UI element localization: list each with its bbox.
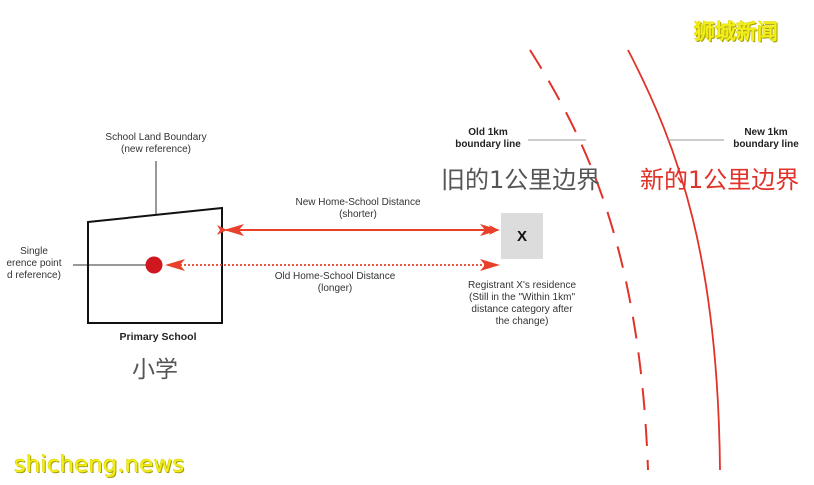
old-boundary-line [529,49,649,471]
primary-school-label: Primary School [119,331,197,343]
new-distance-arrowhead-right [480,224,500,236]
new-distance-arrowhead-left [224,224,244,236]
new-boundary-label: New 1km boundary line [726,127,806,151]
old-distance-arrowhead-right [480,259,500,271]
old-boundary-label-line1: Old 1km [468,127,508,138]
new-boundary-label-line1: New 1km [744,127,788,138]
new-boundary-label-line2: boundary line [733,139,799,150]
old-distance-label-line1: Old Home-School Distance [274,271,396,282]
new-distance-label-line2: (shorter) [339,209,377,220]
new-boundary-label-cn: 新的1公里边界 [640,166,800,194]
primary-school-label-cn: 小学 [132,357,178,383]
old-distance-arrowhead-left [165,259,185,271]
reference-point-dot [145,256,163,274]
old-boundary-label: Old 1km boundary line [448,127,528,151]
reference-point-label-line1: Single [20,246,48,257]
watermark-url: shicheng.news [14,452,185,478]
new-boundary-line [627,49,721,471]
residence-caption-line1: Registrant X's residence [467,280,577,291]
new-distance-label: New Home-School Distance (shorter) [278,197,438,221]
residence-caption-line2: (Still in the "Within 1km" [468,292,575,303]
reference-point-label-line3: d reference) [7,270,61,281]
watermark-cn: 狮城新闻 [694,20,778,44]
school-land-boundary [87,206,223,324]
residence-caption-line3: distance category after [471,304,573,315]
old-distance-label-line2: (longer) [317,283,353,294]
reference-point-label: Single erence point d reference) [0,246,68,282]
old-boundary-label-line2: boundary line [455,139,521,150]
school-boundary-label-line1: School Land Boundary [105,132,207,143]
residence-caption: Registrant X's residence (Still in the "… [447,280,597,328]
residence-caption-line4: the change) [495,316,549,327]
school-boundary-label: School Land Boundary (new reference) [96,132,216,156]
residence-marker: X [501,213,543,259]
new-distance-label-line1: New Home-School Distance [295,197,421,208]
old-distance-label: Old Home-School Distance (longer) [260,271,410,295]
residence-marker-x: X [516,227,527,245]
reference-point-label-line2: erence point [6,258,62,269]
school-boundary-label-line2: (new reference) [120,144,192,155]
old-boundary-label-cn: 旧的1公里边界 [441,166,601,194]
